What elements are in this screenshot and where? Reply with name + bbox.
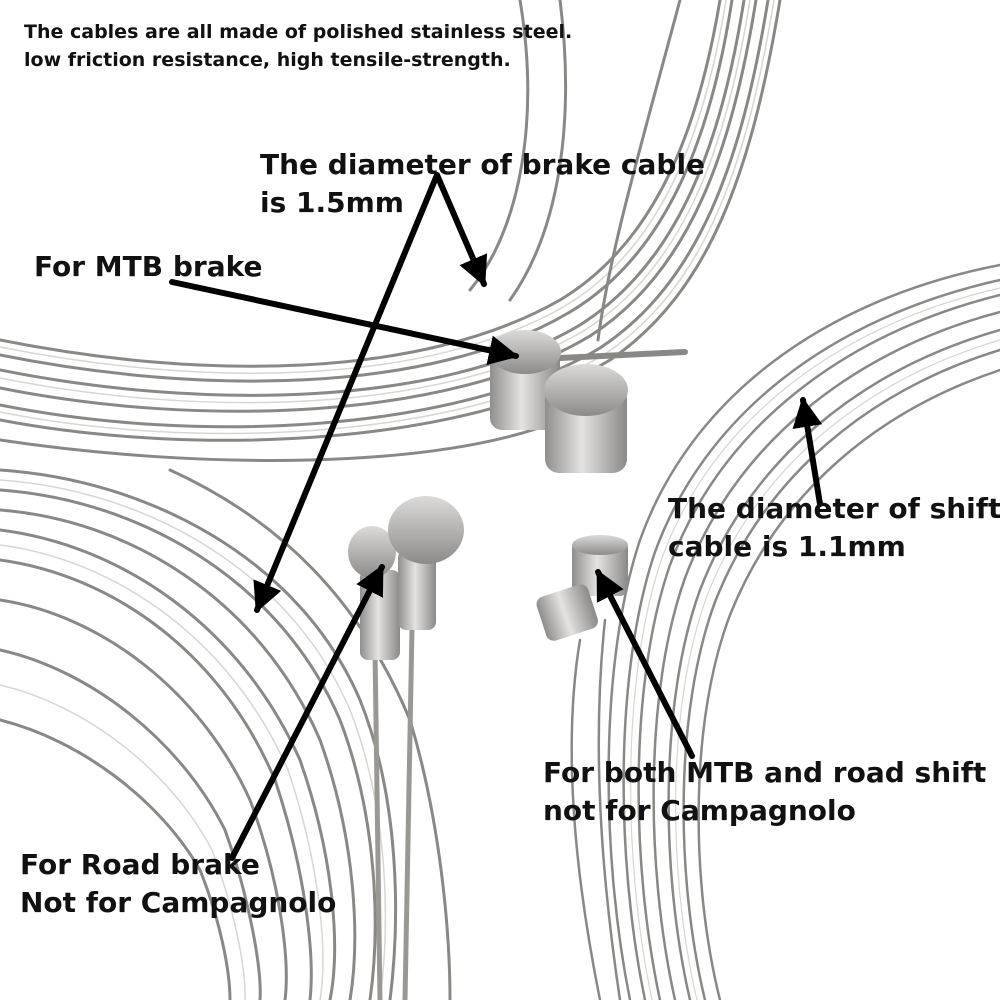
arrow-shift-diameter	[792, 397, 823, 507]
brake-diameter-label: The diameter of brake cable is 1.5mm	[260, 146, 705, 222]
annotation-arrows	[169, 172, 823, 861]
mtb-brake-barrel-ends	[489, 330, 628, 473]
intro-line-2: low friction resistance, high tensile-st…	[24, 49, 511, 71]
brake-cable-coil-left	[0, 468, 452, 1000]
shift-diameter-line-1: The diameter of shift	[668, 492, 1000, 525]
road-brake-line-2: Not for Campagnolo	[20, 886, 337, 919]
shift-cable-coil-right	[570, 263, 1000, 1000]
shift-cable-ends	[536, 535, 628, 641]
brake-diameter-line-1: The diameter of brake cable	[260, 148, 706, 181]
mtb-road-shift-line-1: For both MTB and road shift	[543, 756, 987, 789]
road-brake-label: For Road brake Not for Campagnolo	[20, 846, 336, 922]
arrow-mtb-road-shift	[595, 569, 695, 759]
shift-diameter-label: The diameter of shift cable is 1.1mm	[668, 490, 1000, 566]
arrow-brake-diameter-left	[253, 172, 440, 613]
brake-diameter-line-2: is 1.5mm	[260, 186, 404, 219]
mtb-brake-label: For MTB brake	[34, 250, 263, 283]
arrow-road-brake	[229, 564, 385, 861]
intro-line-1: The cables are all made of polished stai…	[24, 21, 573, 43]
arrow-brake-diameter-right	[434, 172, 488, 287]
mtb-road-shift-label: For both MTB and road shift not for Camp…	[543, 754, 986, 830]
road-brake-pear-ends	[348, 496, 464, 660]
intro-text: The cables are all made of polished stai…	[24, 18, 572, 74]
mtb-road-shift-line-2: not for Campagnolo	[543, 794, 856, 827]
shift-diameter-line-2: cable is 1.1mm	[668, 530, 906, 563]
road-brake-line-1: For Road brake	[20, 848, 260, 881]
arrow-mtb-brake	[169, 279, 519, 365]
